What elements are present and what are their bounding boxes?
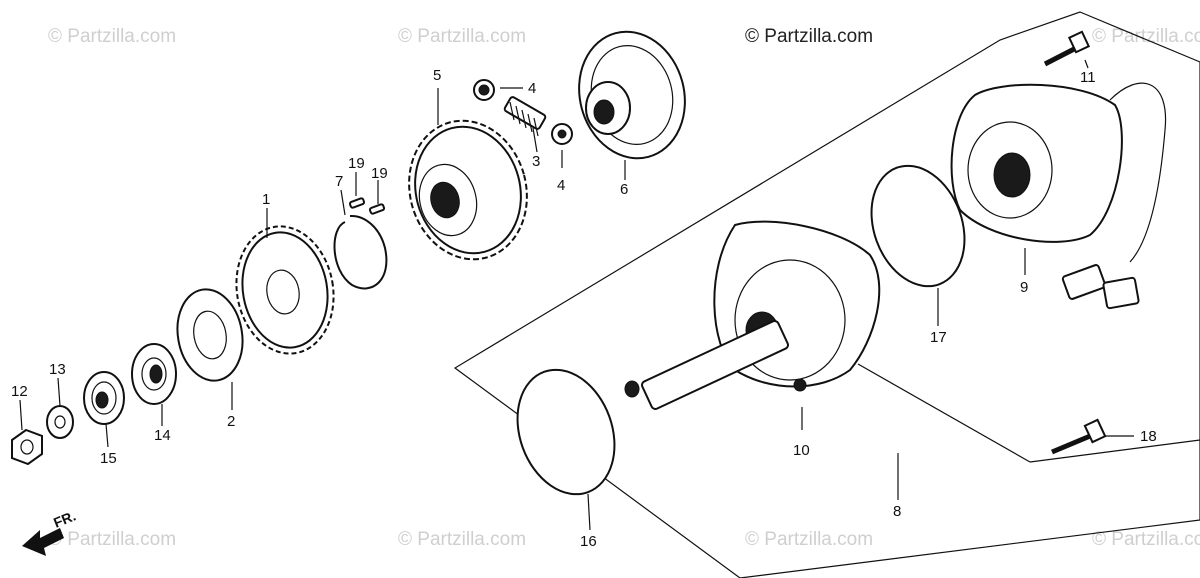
part-nut-12[interactable] [11, 428, 43, 466]
part-rotor-6[interactable] [565, 20, 699, 171]
part-pin-19b[interactable] [368, 203, 386, 215]
callout-18[interactable]: 18 [1140, 428, 1157, 445]
callout-14[interactable]: 14 [154, 427, 171, 444]
callout-4a[interactable]: 4 [528, 80, 536, 97]
callout-5[interactable]: 5 [433, 67, 441, 84]
part-starter-housing-10[interactable] [624, 220, 881, 411]
part-o-ring-16[interactable] [501, 356, 631, 508]
part-collar-14[interactable] [131, 343, 177, 405]
front-label: FR. [51, 507, 78, 530]
watermark-text: © Partzilla.com [48, 26, 176, 47]
part-clutch-gear-5[interactable] [394, 107, 542, 272]
watermark-text: © Partzilla.com [398, 26, 526, 47]
part-o-ring-17[interactable] [855, 153, 980, 300]
part-starter-cover-9[interactable] [950, 82, 1167, 310]
part-bolt-18[interactable] [1051, 418, 1107, 455]
watermark-text: © Partzilla.com [1092, 529, 1200, 550]
part-cap-4b[interactable] [551, 123, 573, 145]
callout-10[interactable]: 10 [793, 442, 810, 459]
watermark-text: © Partzilla.com [48, 529, 176, 550]
part-washer-13[interactable] [46, 405, 74, 439]
callout-15[interactable]: 15 [100, 450, 117, 467]
front-direction-indicator: FR. [22, 507, 78, 556]
watermark-text: © Partzilla.com [398, 529, 526, 550]
callout-8[interactable]: 8 [893, 503, 901, 520]
callout-2[interactable]: 2 [227, 413, 235, 430]
callout-12[interactable]: 12 [11, 383, 28, 400]
callout-1[interactable]: 1 [262, 191, 270, 208]
callout-17[interactable]: 17 [930, 329, 947, 346]
part-bearing-15[interactable] [83, 371, 125, 425]
watermarks: © Partzilla.com © Partzilla.com © Partzi… [48, 26, 1200, 550]
part-pin-19a[interactable] [348, 197, 366, 209]
leader-lines [19, 59, 1200, 531]
callout-16[interactable]: 16 [580, 533, 597, 550]
part-snap-ring-7[interactable] [333, 214, 388, 290]
callout-9[interactable]: 9 [1020, 279, 1028, 296]
part-washer-2[interactable] [170, 284, 249, 386]
callout-19b[interactable]: 19 [371, 165, 388, 182]
callout-6[interactable]: 6 [620, 181, 628, 198]
callout-3[interactable]: 3 [532, 153, 540, 170]
watermark-text: © Partzilla.com [745, 529, 873, 550]
watermark-text: © Partzilla.com [745, 26, 873, 47]
assembly-boundary [453, 11, 1200, 578]
part-spring-3[interactable] [503, 96, 547, 137]
part-sprocket-1[interactable] [227, 219, 344, 362]
callout-4b[interactable]: 4 [557, 177, 565, 194]
callout-7[interactable]: 7 [335, 173, 343, 190]
callouts: 1 2 3 4 4 5 6 7 8 9 10 11 12 13 14 15 16… [11, 67, 1157, 550]
front-arrow-icon [22, 528, 64, 556]
part-bolt-11[interactable] [1043, 30, 1091, 67]
callout-19a[interactable]: 19 [348, 155, 365, 172]
callout-11[interactable]: 11 [1080, 69, 1096, 86]
watermark-text: © Partzilla.com [1092, 26, 1200, 47]
part-cap-4a[interactable] [473, 79, 495, 101]
callout-13[interactable]: 13 [49, 361, 66, 378]
